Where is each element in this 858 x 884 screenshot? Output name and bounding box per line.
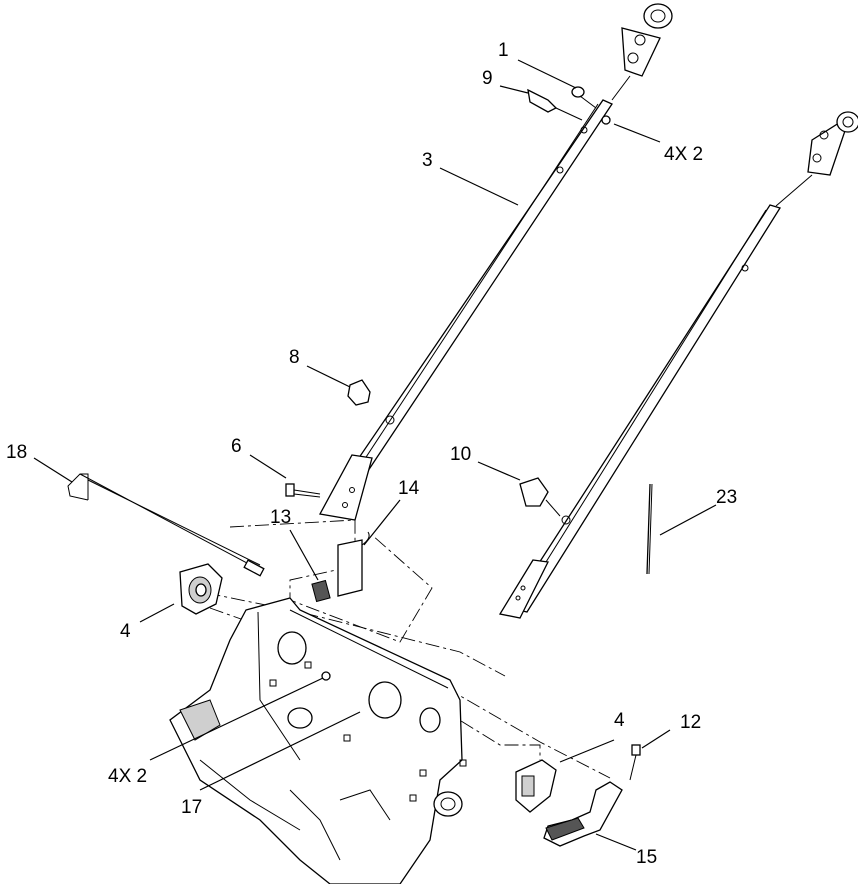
callout-10: 10	[450, 444, 471, 465]
pivot-bracket-right	[515, 759, 557, 813]
pedal-part-15	[543, 781, 623, 847]
callout-17: 17	[181, 797, 202, 818]
upper-handle-right	[498, 204, 782, 619]
callout-labels: 1 9 4X 2 3 8 18 6 10 23 14 13 4 4X 2 17 …	[6, 40, 737, 868]
clip-part-9	[527, 88, 583, 121]
rod-part-18	[67, 473, 265, 577]
cable-tie-23	[646, 483, 653, 575]
bolt-part-12	[629, 744, 641, 781]
upper-handle-left	[318, 99, 613, 521]
callout-13: 13	[270, 507, 291, 528]
leader-lines	[33, 59, 717, 851]
knob-part-10	[519, 477, 561, 517]
callout-14: 14	[398, 478, 420, 499]
nut-4x2-top	[601, 115, 611, 125]
bolt-part-6	[285, 483, 321, 498]
callout-3: 3	[422, 150, 433, 171]
callout-15: 15	[636, 847, 657, 868]
callout-12: 12	[680, 712, 701, 733]
knob-part-8	[347, 379, 371, 406]
main-housing	[169, 597, 467, 884]
callout-4-right: 4	[614, 710, 625, 731]
callout-18: 18	[6, 442, 27, 463]
callout-23: 23	[716, 487, 737, 508]
spring-part-13	[311, 579, 331, 603]
callout-4-left: 4	[120, 621, 131, 642]
handle-end-cap-right	[775, 111, 858, 207]
callout-9: 9	[482, 68, 493, 89]
pivot-bracket-left	[179, 563, 223, 615]
callout-6: 6	[231, 436, 242, 457]
bracket-part-14	[337, 531, 370, 597]
callout-1: 1	[498, 40, 509, 61]
pin-part-1	[571, 86, 597, 109]
callout-4x2-top: 4X 2	[664, 144, 703, 165]
handle-end-cap-left	[611, 3, 673, 101]
callout-4x2-bottom: 4X 2	[108, 766, 147, 787]
callout-8: 8	[289, 347, 300, 368]
